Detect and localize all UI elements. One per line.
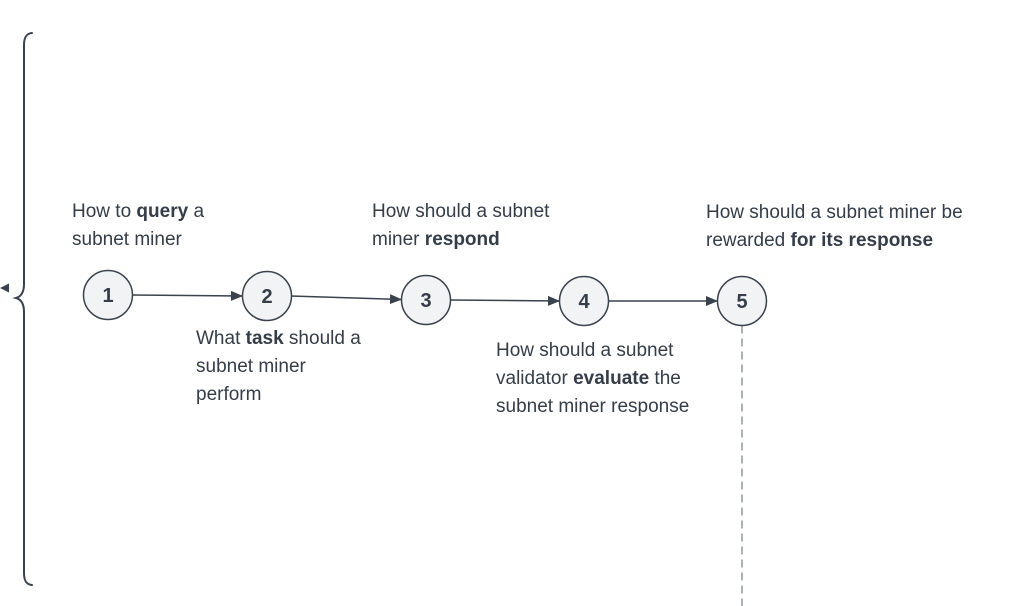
- left-arrowhead-icon: [0, 283, 9, 293]
- node-3-circle: [400, 274, 452, 326]
- step-1-label-line-1: How to query a: [72, 201, 205, 222]
- edge-arrow-3-4: [449, 295, 561, 306]
- step-3-label: How should a subnet miner respond: [372, 198, 549, 254]
- node-5-circle: [716, 275, 768, 327]
- edge-arrow-1-2: [131, 290, 244, 301]
- node-2-number: 2: [261, 286, 272, 308]
- node-1-number: 1: [102, 285, 113, 307]
- step-3-label-line-1: How should a subnet: [372, 201, 550, 222]
- node-4-number: 4: [578, 291, 590, 313]
- step-2-label-line-3: perform: [196, 384, 262, 405]
- node-5: 5: [716, 275, 768, 327]
- step-4-label-line-1: How should a subnet: [496, 340, 674, 361]
- node-2-circle: [241, 270, 293, 322]
- step-2-label-line-1: What task should a: [196, 328, 361, 349]
- node-3-number: 3: [420, 290, 431, 312]
- node-3: 3: [400, 274, 452, 326]
- node-1-circle: [82, 269, 134, 321]
- node-4: 4: [558, 275, 610, 327]
- step-5-label: How should a subnet miner be rewarded fo…: [706, 199, 963, 255]
- step-2-label-line-2: subnet miner: [196, 356, 306, 377]
- step-1-label-line-2: subnet miner: [72, 229, 182, 250]
- step-4-label-line-3: subnet miner response: [496, 396, 690, 417]
- edge-arrow-2-3: [290, 294, 403, 305]
- step-4-label: How should a subnet validator evaluate t…: [496, 337, 689, 421]
- step-5-label-line-1: How should a subnet miner be: [706, 202, 963, 223]
- node-5-number: 5: [736, 291, 747, 313]
- step-2-label: What task should a subnet miner perform: [196, 325, 361, 409]
- step-5-label-line-2: rewarded for its response: [706, 230, 934, 251]
- edges: [131, 290, 718, 306]
- step-4-label-line-2: validator evaluate the: [496, 368, 681, 389]
- curly-brace: [12, 32, 33, 586]
- node-4-circle: [558, 275, 610, 327]
- step-3-label-line-2: miner respond: [372, 229, 500, 250]
- node-1: 1: [82, 269, 134, 321]
- node-2: 2: [241, 270, 293, 322]
- step-1-label: How to query a subnet miner: [72, 198, 204, 254]
